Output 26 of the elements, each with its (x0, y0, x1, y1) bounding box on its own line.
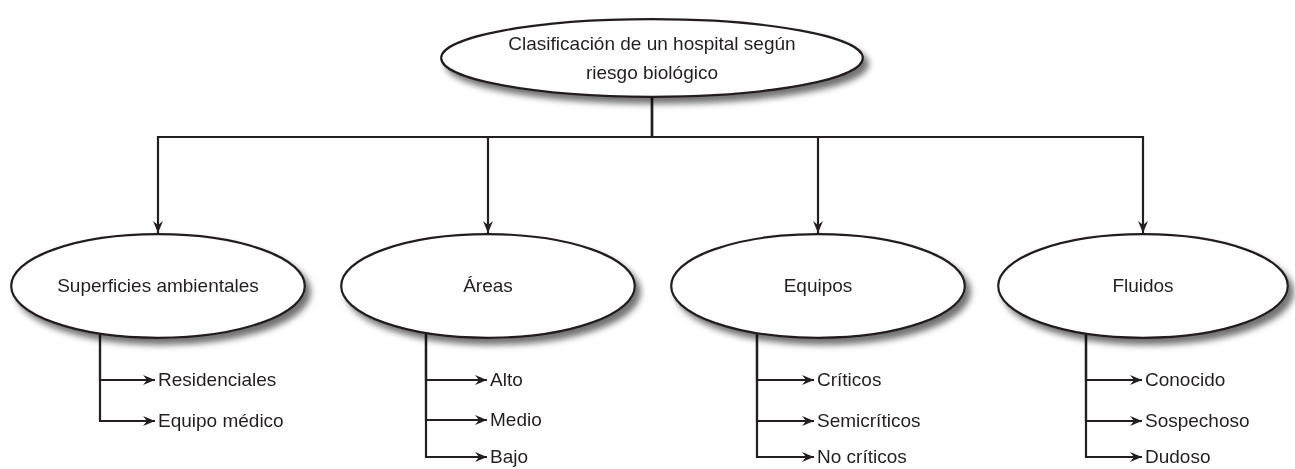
node-label: Equipos (783, 274, 853, 299)
item-label: No críticos (817, 445, 907, 469)
ellipse-node (440, 18, 864, 98)
arrow (650, 98, 1148, 233)
ellipse-node (340, 233, 636, 339)
node-label: Áreas (463, 274, 513, 299)
item-label: Conocido (1145, 368, 1226, 392)
item-label: Alto (490, 368, 523, 392)
item-label: Dudoso (1145, 445, 1211, 469)
node-label: Clasificación de un hospital según riesgo biológico (507, 31, 797, 85)
ellipse-node (997, 233, 1289, 339)
item-label: Sospechoso (1145, 409, 1250, 433)
item-label: Equipo médico (158, 409, 284, 433)
item-label: Semicríticos (817, 409, 921, 433)
node-label: Superficies ambientales (57, 274, 259, 299)
item-label: Medio (490, 408, 542, 432)
item-label: Residenciales (158, 368, 277, 392)
item-label: Bajo (490, 445, 529, 469)
arrow (424, 334, 487, 462)
arrow (755, 334, 814, 462)
ellipse-node (10, 233, 306, 339)
node-label: Fluidos (1112, 274, 1174, 299)
ellipse-node (670, 233, 966, 339)
arrow (1084, 334, 1142, 462)
arrow (98, 334, 155, 426)
item-label: Críticos (817, 368, 882, 392)
